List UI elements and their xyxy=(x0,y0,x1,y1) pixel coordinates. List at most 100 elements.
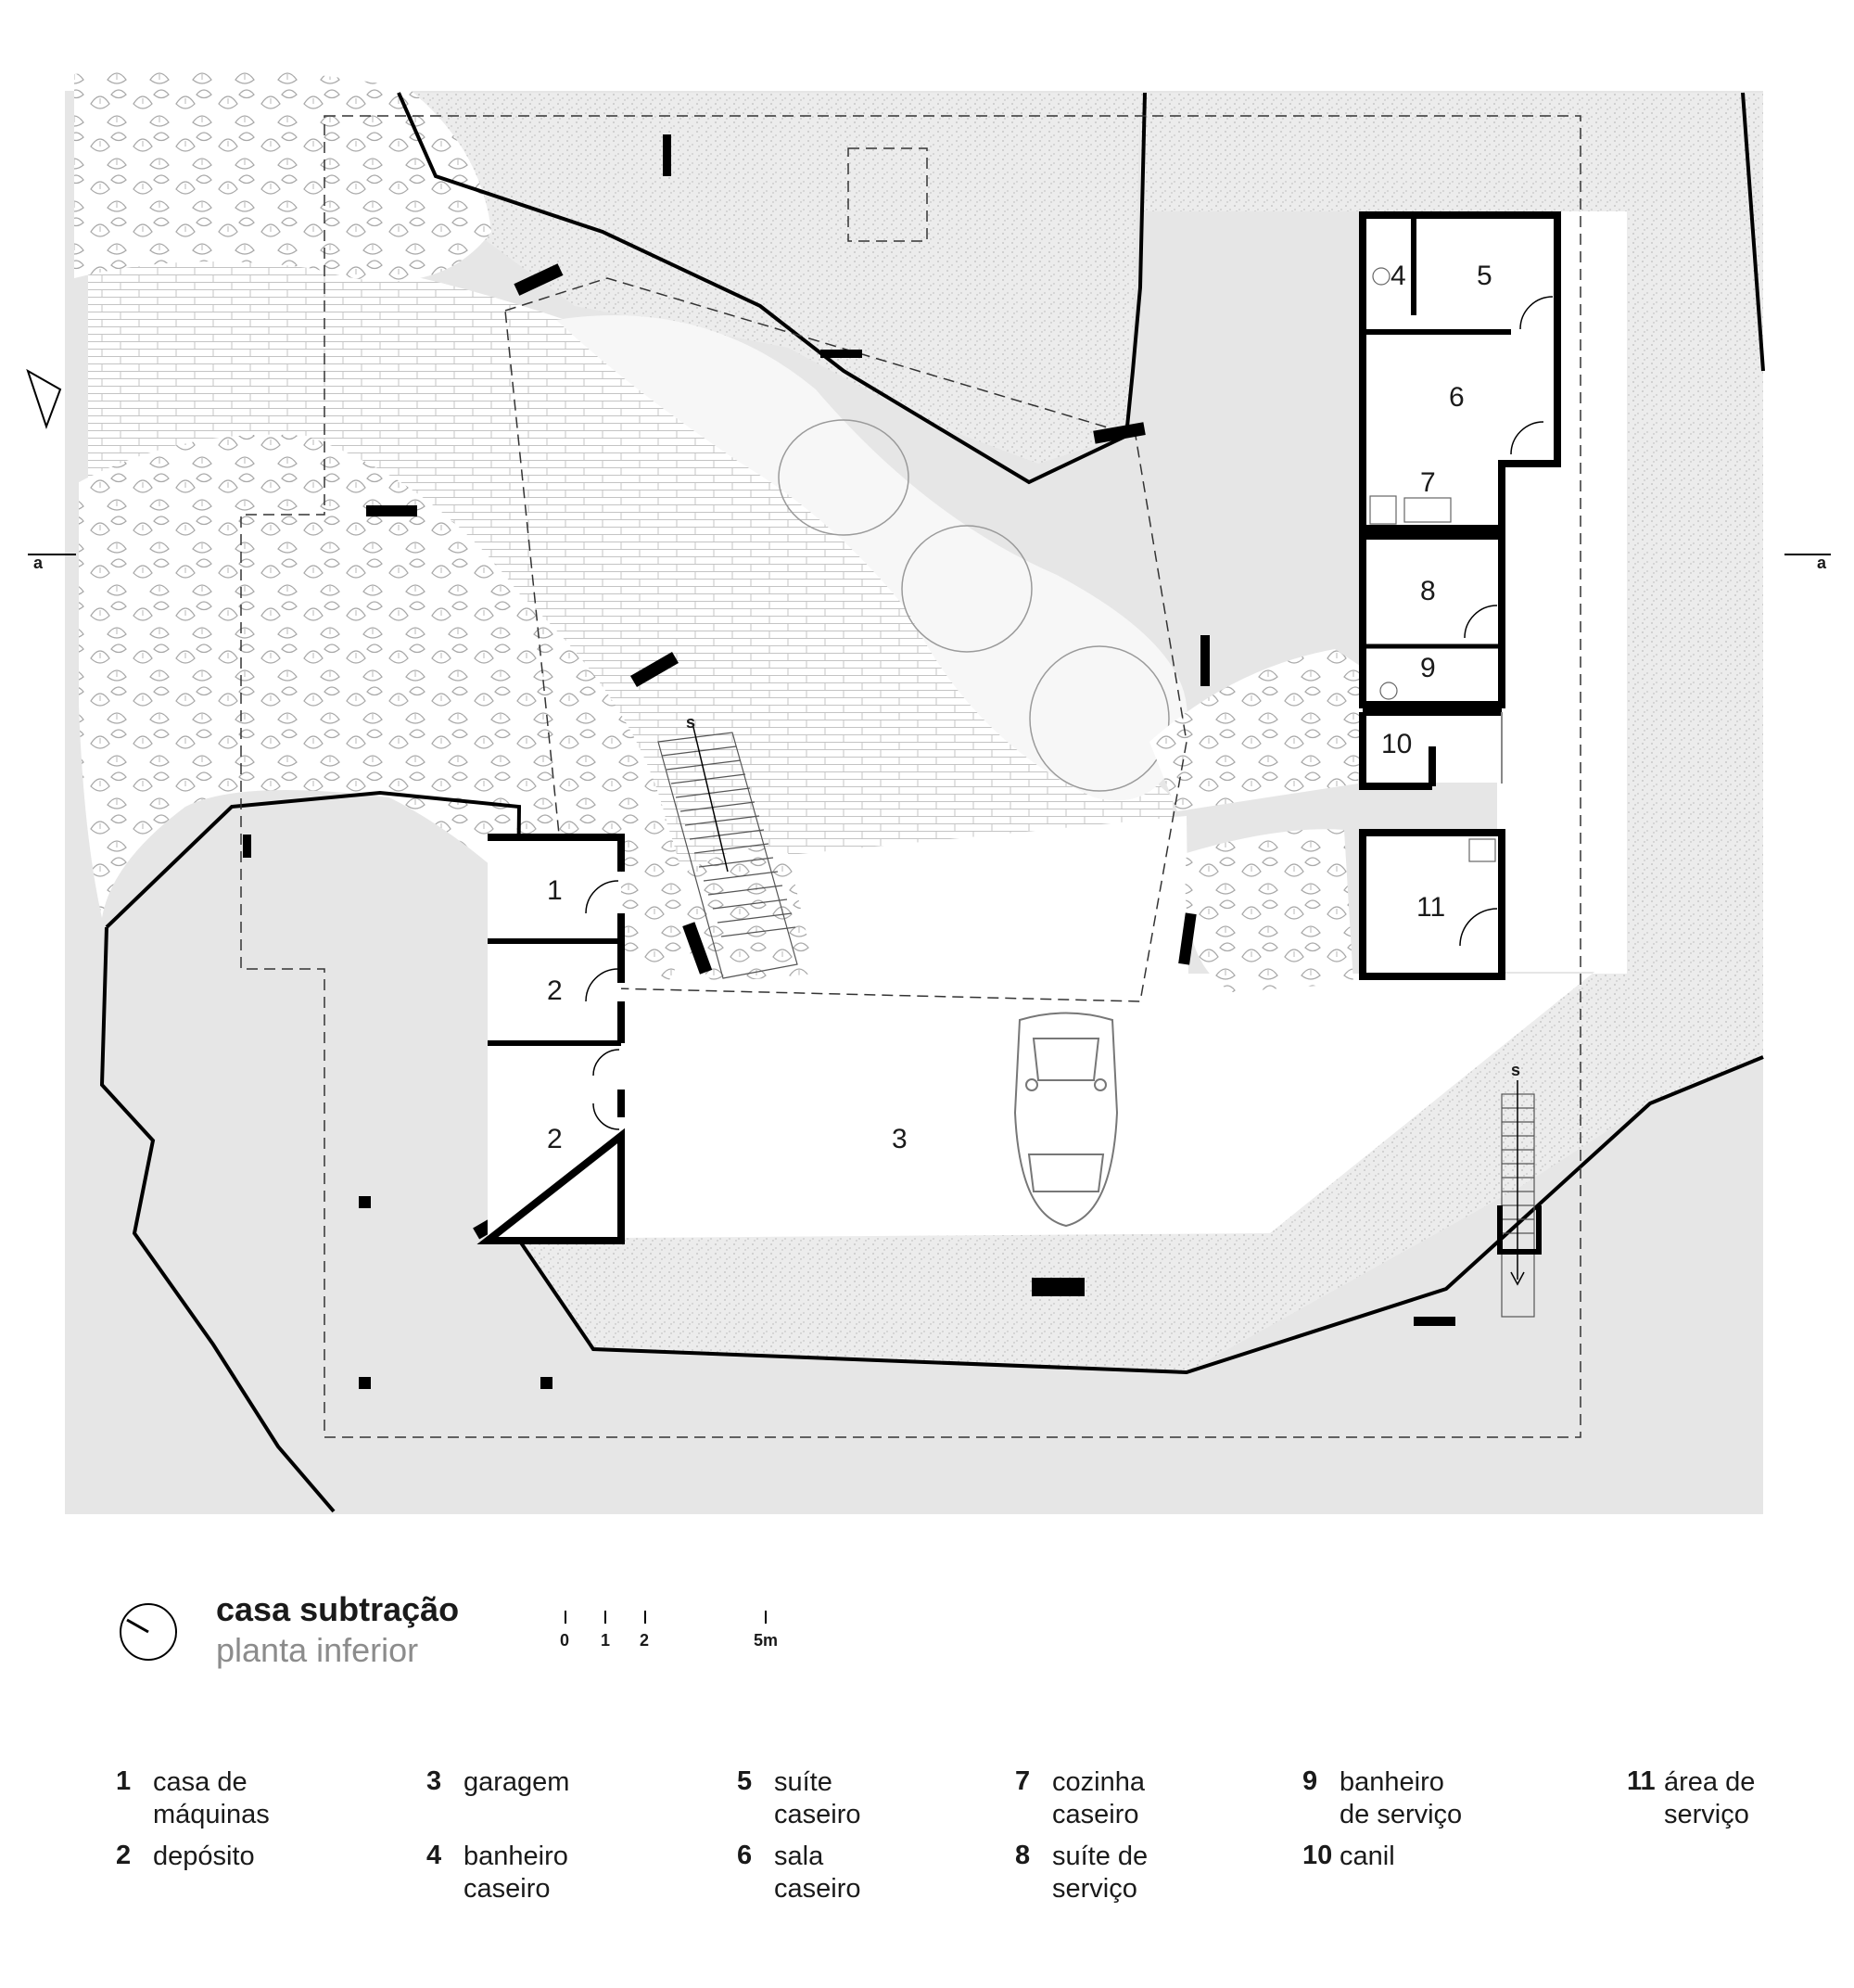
legend-line: caseiro xyxy=(1052,1800,1139,1829)
building-block-left xyxy=(476,834,625,1244)
legend-item-3: 3 garagem xyxy=(426,1766,723,1841)
building-block-right xyxy=(1359,211,1561,790)
room-label-10: 10 xyxy=(1381,729,1412,759)
room-label-8: 8 xyxy=(1420,576,1436,606)
planter-circle xyxy=(901,525,1033,653)
legend-line: canil xyxy=(1340,1841,1395,1871)
scale-tick-0: 0 xyxy=(560,1631,569,1650)
section-mark-right: a xyxy=(1817,554,1827,572)
stair-mark: s xyxy=(1511,1061,1520,1079)
room-label-2b: 2 xyxy=(547,1124,563,1154)
room-label-3: 3 xyxy=(892,1124,908,1154)
garage-floor xyxy=(619,816,1627,1238)
stair-mark: s xyxy=(686,713,695,732)
roof-outline xyxy=(240,115,1581,1438)
legend-line: suíte xyxy=(774,1767,832,1797)
legend-num: 10 xyxy=(1302,1841,1333,1870)
planter-circle xyxy=(1029,645,1170,792)
tree-foliage-icon xyxy=(1185,829,1353,992)
legend-item-2: 2 depósito xyxy=(116,1841,413,1915)
legend-item-9: 9 banheiro de serviço xyxy=(1302,1766,1599,1841)
page-subtitle: planta inferior xyxy=(216,1631,419,1669)
page-title: casa subtração xyxy=(216,1590,460,1628)
legend-num: 2 xyxy=(116,1841,132,1870)
scale-tick-1: 1 xyxy=(601,1631,610,1650)
room-label-7: 7 xyxy=(1420,467,1436,498)
room-label-5: 5 xyxy=(1477,261,1492,291)
scale-bar: 0 1 2 5m xyxy=(560,1611,778,1650)
room-label-4: 4 xyxy=(1390,261,1406,291)
legend-num: 7 xyxy=(1015,1766,1031,1796)
columns xyxy=(243,134,1455,1389)
legend-line: banheiro xyxy=(464,1841,568,1871)
legend-item-5: 5 suíte caseiro xyxy=(737,1766,1034,1841)
legend-line: banheiro xyxy=(1340,1767,1444,1797)
stair-icon xyxy=(1497,1080,1542,1318)
legend-num: 6 xyxy=(737,1841,753,1870)
legend-text: área de serviço xyxy=(1664,1766,1854,1831)
legend-num: 8 xyxy=(1015,1841,1031,1870)
room-label-1: 1 xyxy=(547,875,563,906)
legend-num: 1 xyxy=(116,1766,132,1796)
legend-item-10: 10 canil xyxy=(1302,1841,1599,1915)
legend-line: cozinha xyxy=(1052,1767,1145,1797)
legend-text: canil xyxy=(1340,1841,1581,1873)
legend-line: de serviço xyxy=(1340,1800,1463,1829)
legend-line: garagem xyxy=(464,1767,570,1797)
tree-foliage-icon xyxy=(671,847,816,983)
legend-text: garagem xyxy=(464,1766,705,1799)
legend-num: 4 xyxy=(426,1841,442,1870)
terrain-edge xyxy=(1741,92,1765,372)
room-legend: 1 casa de máquinas 2 depósito 3 garagem 4… xyxy=(116,1766,1784,1952)
legend-line: caseiro xyxy=(774,1800,861,1829)
legend-item-7: 7 cozinha caseiro xyxy=(1015,1766,1312,1841)
gravel-area xyxy=(514,93,1763,1372)
terrain-edge xyxy=(397,92,1147,485)
planter-circle xyxy=(778,419,909,536)
legend-text: banheiro de serviço xyxy=(1340,1766,1581,1831)
legend-text: casa de máquinas xyxy=(153,1766,394,1831)
legend-line: serviço xyxy=(1052,1874,1137,1904)
terrain-edge xyxy=(99,926,336,1513)
legend-item-11: 11 área de serviço xyxy=(1627,1766,1854,1841)
terrain-edge xyxy=(105,790,1764,1375)
tree-foliage-icon xyxy=(1149,649,1363,811)
legend-line: caseiro xyxy=(774,1874,861,1904)
legend-line: área de xyxy=(1664,1767,1756,1797)
brick-paving xyxy=(88,243,1173,983)
floor-plan-drawing: a a s s 1 2 2 3 4 5 6 7 8 9 10 11 xyxy=(26,67,1831,1514)
legend-text: cozinha caseiro xyxy=(1052,1766,1293,1831)
legend-num: 5 xyxy=(737,1766,753,1796)
legend-line: depósito xyxy=(153,1841,255,1871)
legend-line: sala xyxy=(774,1841,824,1871)
stair-icon xyxy=(657,722,798,979)
north-arrow-icon xyxy=(26,368,62,429)
legend-num: 11 xyxy=(1627,1766,1656,1796)
scale-tick-5m: 5m xyxy=(754,1631,778,1650)
compass-icon xyxy=(120,1603,177,1661)
gravel-upper xyxy=(399,93,1140,464)
legend-line: serviço xyxy=(1664,1800,1749,1829)
legend-num: 9 xyxy=(1302,1766,1318,1796)
scale-tick-2: 2 xyxy=(640,1631,649,1650)
roof-outline xyxy=(847,147,928,242)
legend-line: caseiro xyxy=(464,1874,551,1904)
legend-num: 3 xyxy=(426,1766,442,1796)
legend-text: depósito xyxy=(153,1841,394,1873)
room-label-9: 9 xyxy=(1420,653,1436,683)
title-block: casa subtração planta inferior 0 1 2 5m xyxy=(116,1590,950,1701)
legend-line: casa de xyxy=(153,1767,248,1797)
section-mark-left: a xyxy=(33,554,44,572)
building-block-service xyxy=(1359,829,1505,980)
room-label-2: 2 xyxy=(547,975,563,1006)
room-label-11: 11 xyxy=(1416,892,1445,923)
car-icon xyxy=(1013,1012,1119,1228)
legend-line: suíte de xyxy=(1052,1841,1149,1871)
legend-item-1: 1 casa de máquinas xyxy=(116,1766,413,1841)
legend-line: máquinas xyxy=(153,1800,270,1829)
